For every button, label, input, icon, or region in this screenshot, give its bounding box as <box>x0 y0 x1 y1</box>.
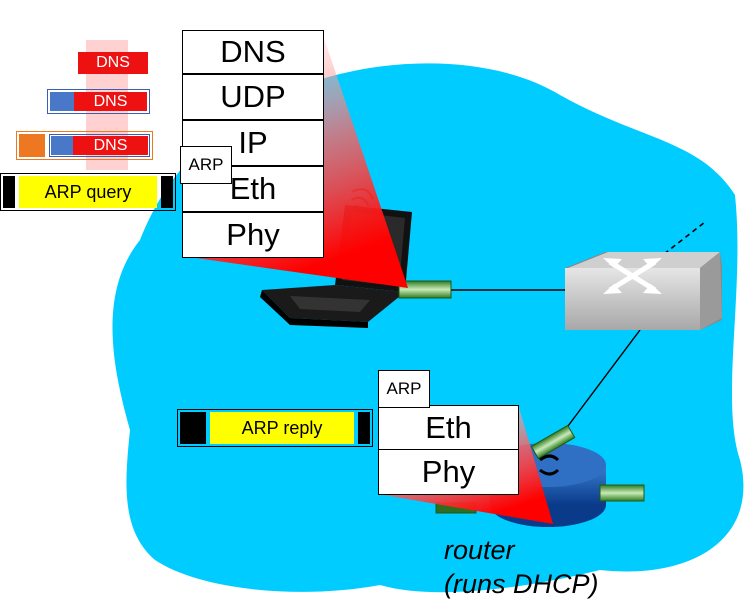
arp-query-trailer <box>161 176 173 208</box>
arp-query-label: ARP query <box>19 176 157 208</box>
udp-header-block-inner <box>51 136 73 155</box>
ip-inner-segment: DNS <box>49 134 150 157</box>
switch-icon <box>565 252 722 330</box>
router-label-line2: (runs DHCP) <box>444 569 599 599</box>
dns-udp-segment: DNS <box>47 89 150 114</box>
router-arp-tag: ARP <box>378 370 430 408</box>
router-port-top-icon <box>530 424 576 460</box>
link-switch-router <box>564 329 641 431</box>
client-stack-phy: Phy <box>182 212 324 258</box>
ip-header-block <box>19 134 45 157</box>
client-stack-udp: UDP <box>182 74 324 120</box>
dns-udp-payload: DNS <box>74 92 147 111</box>
dns-ip-datagram: DNS <box>16 131 153 160</box>
arp-reply-frame: ARP reply <box>177 409 373 447</box>
router-stack-eth: Eth <box>378 405 519 451</box>
laptop-port-icon <box>398 280 452 299</box>
arp-reply-trailer <box>358 412 370 444</box>
udp-header-block <box>50 92 74 111</box>
router-port-right-icon <box>599 484 645 502</box>
arp-query-header <box>3 176 15 208</box>
client-stack-dns: DNS <box>182 30 324 74</box>
router-stack-phy: Phy <box>378 449 519 495</box>
client-arp-tag: ARP <box>180 146 232 184</box>
dns-ip-payload: DNS <box>73 136 148 155</box>
router-label-line1: router <box>444 535 515 565</box>
arp-reply-label: ARP reply <box>210 412 354 444</box>
arp-query-frame: ARP query <box>0 173 176 211</box>
dns-app-packet: DNS <box>78 52 148 74</box>
arp-reply-header <box>180 412 206 444</box>
